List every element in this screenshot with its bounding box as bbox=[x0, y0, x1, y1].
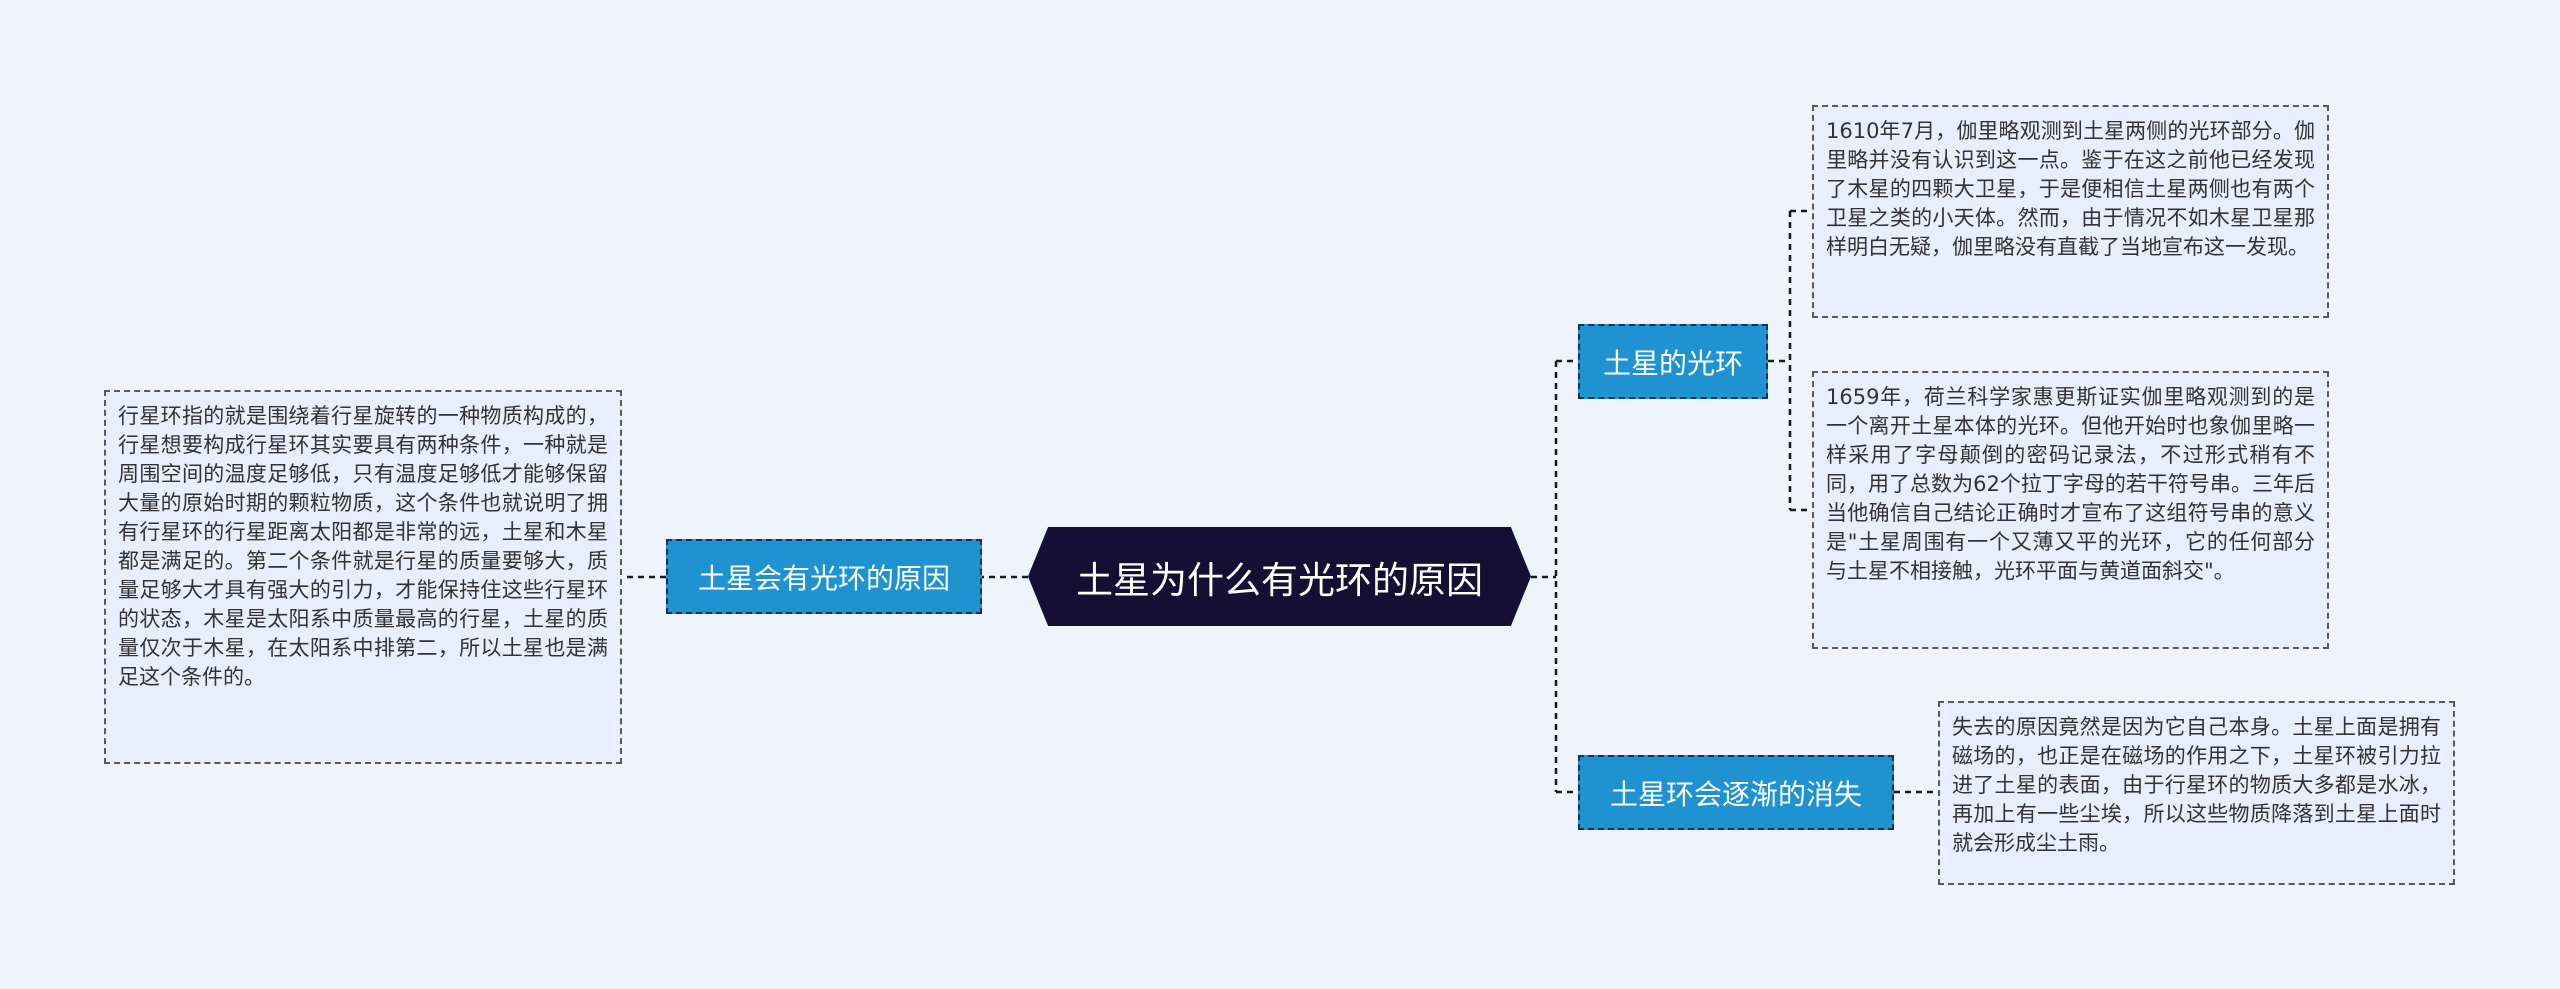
note-galileo-1610[interactable]: 1610年7月，伽里略观测到土星两侧的光环部分。伽里略并没有认识到这一点。鉴于在… bbox=[1812, 105, 2329, 318]
note-magnetic-field-cause[interactable]: 失去的原因竟然是因为它自己本身。土星上面是拥有磁场的，也正是在磁场的作用之下，土… bbox=[1938, 701, 2455, 885]
topic-rings-disappearing[interactable]: 土星环会逐渐的消失 bbox=[1578, 755, 1894, 830]
topic-saturn-rings[interactable]: 土星的光环 bbox=[1578, 324, 1768, 399]
note-text: 1610年7月，伽里略观测到土星两侧的光环部分。伽里略并没有认识到这一点。鉴于在… bbox=[1826, 119, 2315, 259]
central-topic-label: 土星为什么有光环的原因 bbox=[1076, 558, 1483, 602]
note-text: 1659年，荷兰科学家惠更斯证实伽里略观测到的是一个离开土星本体的光环。但他开始… bbox=[1826, 385, 2315, 583]
topic-label: 土星的光环 bbox=[1602, 346, 1743, 380]
note-text: 行星环指的就是围绕着行星旋转的一种物质构成的，行星想要构成行星环其实要具有两种条… bbox=[118, 404, 608, 689]
note-text: 失去的原因竟然是因为它自己本身。土星上面是拥有磁场的，也正是在磁场的作用之下，土… bbox=[1952, 715, 2441, 855]
note-ring-conditions[interactable]: 行星环指的就是围绕着行星旋转的一种物质构成的，行星想要构成行星环其实要具有两种条… bbox=[104, 390, 622, 764]
topic-label: 土星会有光环的原因 bbox=[697, 561, 950, 595]
central-topic[interactable]: 土星为什么有光环的原因 bbox=[1028, 527, 1531, 626]
topic-saturn-ring-reason[interactable]: 土星会有光环的原因 bbox=[666, 539, 982, 614]
topic-label: 土星环会逐渐的消失 bbox=[1609, 777, 1862, 811]
note-huygens-1659[interactable]: 1659年，荷兰科学家惠更斯证实伽里略观测到的是一个离开土星本体的光环。但他开始… bbox=[1812, 371, 2329, 649]
